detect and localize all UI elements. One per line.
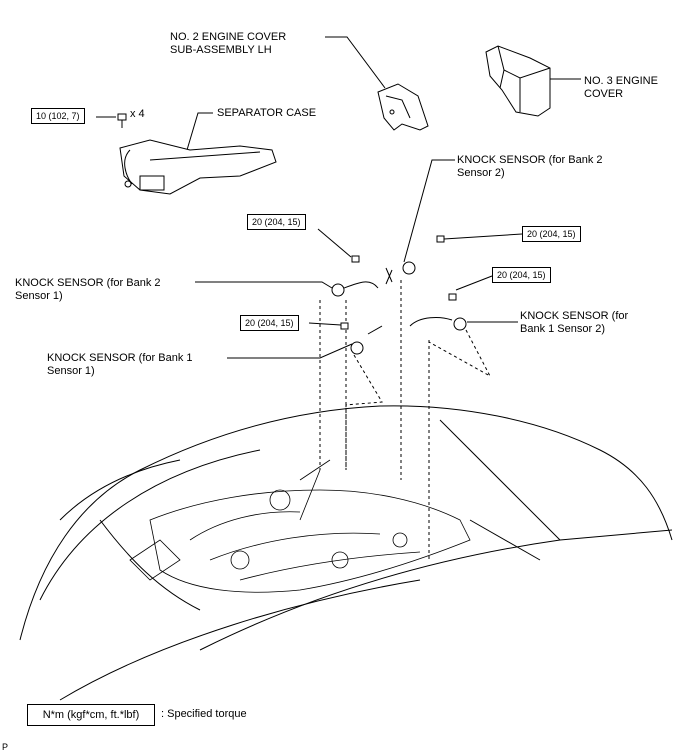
legend-text: : Specified torque: [161, 708, 247, 720]
knock-sensor-bank2-sensor2-label: KNOCK SENSOR (for Bank 2 Sensor 2): [457, 154, 603, 179]
knock-sensor-parts: [331, 235, 467, 355]
separator-case-part: [119, 139, 277, 195]
engine-bay: [19, 405, 673, 701]
torque-spec-bank2-sensor2: 20 (204, 15): [522, 226, 581, 242]
engine-cover-3-part: [485, 45, 551, 117]
dashed-lines: [319, 280, 492, 560]
separator-case-label: SEPARATOR CASE: [217, 107, 317, 119]
knock-sensor-bank1-sensor1-label: KNOCK SENSOR (for Bank 1 Sensor 1): [47, 352, 193, 377]
torque-spec-bank1-sensor1: 20 (204, 15): [240, 315, 299, 331]
bolt-icon: [117, 113, 127, 128]
engine-cover-lh-part: [377, 83, 429, 131]
quantity-label: x 4: [130, 108, 145, 120]
torque-spec-bank2-sensor1: 20 (204, 15): [247, 214, 306, 230]
torque-spec-separator: 10 (102, 7): [31, 108, 85, 124]
figure-code: P: [2, 742, 9, 752]
knock-sensor-bank1-sensor2-label: KNOCK SENSOR (for Bank 1 Sensor 2): [520, 310, 629, 335]
knock-sensor-bank2-sensor1-label: KNOCK SENSOR (for Bank 2 Sensor 1): [15, 277, 161, 302]
leader-lines: [96, 36, 581, 359]
legend-unit-box: N*m (kgf*cm, ft.*lbf): [27, 704, 155, 726]
engine-cover-3-label: NO. 3 ENGINE COVER: [584, 75, 658, 100]
engine-cover-lh-label: NO. 2 ENGINE COVER SUB-ASSEMBLY LH: [170, 31, 287, 56]
torque-spec-bank1-sensor2: 20 (204, 15): [492, 267, 551, 283]
